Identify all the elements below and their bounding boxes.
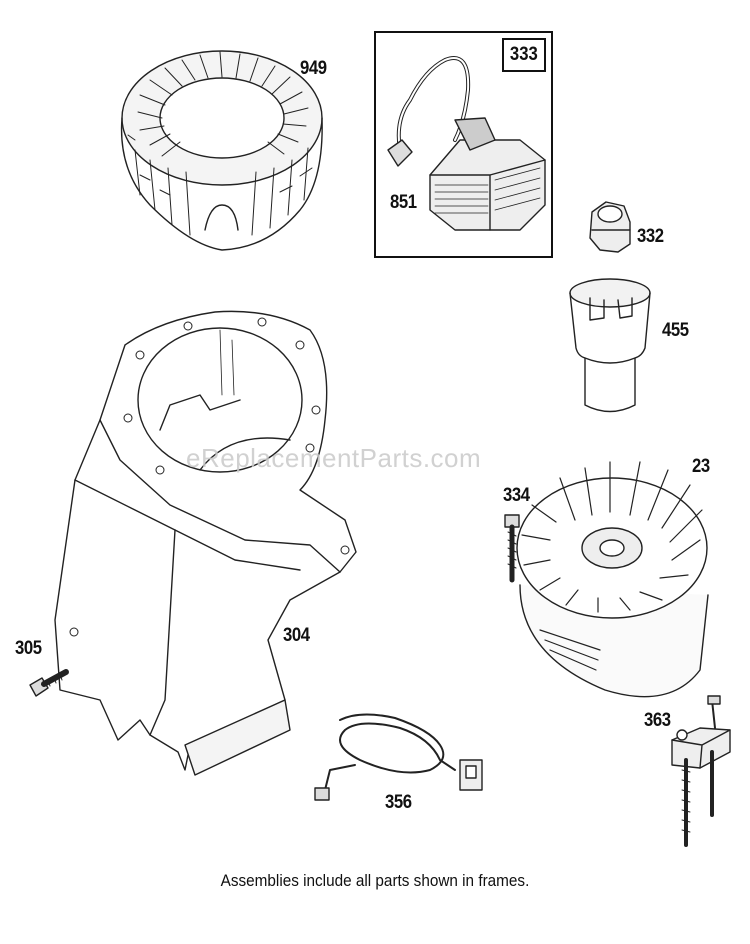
part-label-305[interactable]: 305: [15, 638, 42, 659]
switch-363-drawing: [672, 696, 730, 845]
part-label-363[interactable]: 363: [644, 710, 671, 731]
part-label-23[interactable]: 23: [692, 456, 710, 477]
screen-949-drawing: [122, 51, 323, 250]
flywheel-23-drawing: [517, 462, 708, 697]
part-label-851[interactable]: 851: [390, 192, 417, 213]
part-label-332[interactable]: 332: [637, 226, 664, 247]
screw-334-drawing: [505, 515, 519, 580]
housing-304-drawing: [55, 311, 356, 775]
part-label-949[interactable]: 949: [300, 58, 327, 79]
part-label-304[interactable]: 304: [283, 625, 310, 646]
armature-851-drawing: [388, 58, 545, 230]
assembly-frame-tag[interactable]: 333: [502, 38, 546, 72]
screw-305-drawing: [30, 672, 66, 696]
part-label-455[interactable]: 455: [662, 320, 689, 341]
wire-356-drawing: [315, 714, 482, 800]
starter-cup-455-drawing: [570, 279, 650, 412]
part-label-356[interactable]: 356: [385, 792, 412, 813]
nut-332-drawing: [590, 202, 630, 252]
part-label-334[interactable]: 334: [503, 485, 530, 506]
assembly-footnote: Assemblies include all parts shown in fr…: [220, 871, 530, 890]
assembly-frame: [374, 31, 553, 258]
watermark-text: eReplacementParts.com: [186, 443, 482, 473]
